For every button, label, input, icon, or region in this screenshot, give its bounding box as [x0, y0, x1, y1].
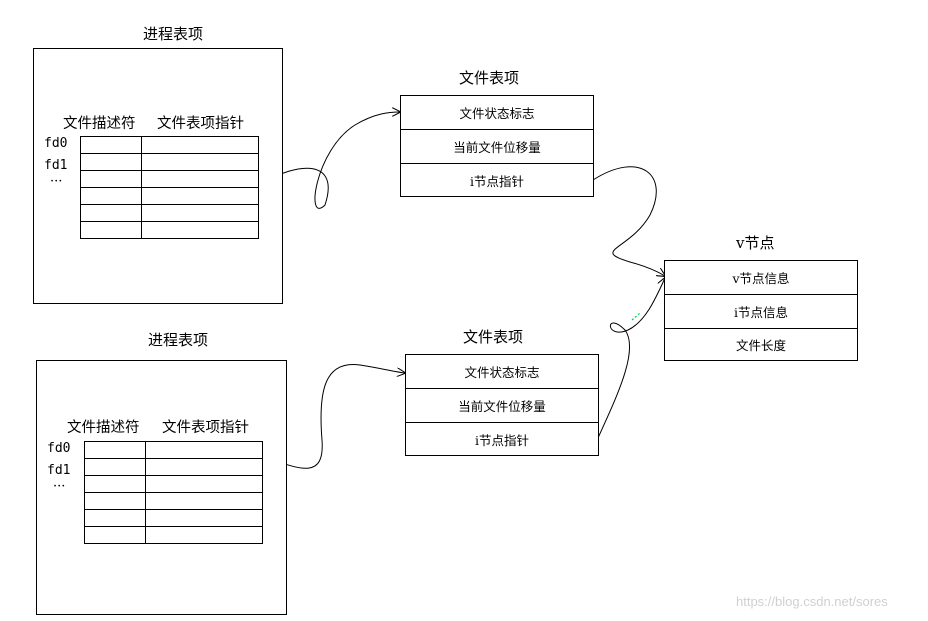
process-table-1-fd-grid: [80, 136, 259, 239]
file-table-2: 文件状态标志 当前文件位移量 i节点指针: [405, 354, 599, 456]
inode-info: i节点信息: [665, 295, 857, 329]
file-table-2-offset: 当前文件位移量: [406, 389, 598, 423]
process-table-1-fd1-label: fd1: [44, 158, 68, 173]
table-row: [84, 526, 263, 544]
arrow-filetable1-to-vnode: [592, 166, 665, 276]
table-row: [84, 492, 263, 510]
vnode-info: v节点信息: [665, 261, 857, 295]
table-row: [80, 170, 259, 188]
process-table-1-col-ptr: 文件表项指针: [157, 116, 244, 132]
table-row: [84, 441, 263, 459]
table-row: [80, 136, 259, 154]
green-glitch-mark: [631, 312, 641, 321]
process-table-2-col-fd: 文件描述符: [67, 420, 140, 436]
file-table-1-offset: 当前文件位移量: [401, 130, 593, 164]
file-table-1-inode-pointer: i节点指针: [470, 173, 524, 189]
process-table-2-fd-grid: [84, 441, 263, 544]
process-table-1-ellipsis: ···: [50, 174, 63, 189]
process-table-1-fd0-label: fd0: [44, 136, 68, 151]
file-length: 文件长度: [735, 338, 786, 353]
file-table-1-title: 文件表项: [459, 69, 520, 87]
process-table-1-col-fd: 文件描述符: [63, 116, 136, 132]
file-table-2-inode-pointer: i节点指针: [475, 432, 529, 448]
table-row: [80, 153, 259, 171]
file-table-2-title: 文件表项: [463, 328, 524, 346]
process-table-2-fd0-label: fd0: [47, 441, 71, 456]
vnode-title: v节点: [736, 234, 775, 252]
table-row: [84, 509, 263, 527]
process-table-1-title: 进程表项: [143, 25, 204, 43]
file-table-1: 文件状态标志 当前文件位移量 i节点指针: [400, 95, 594, 197]
table-row: [84, 475, 263, 493]
file-table-1-status-flags: 文件状态标志: [401, 96, 593, 130]
vnode-table: v节点信息 i节点信息 文件长度: [664, 260, 858, 361]
table-row: [80, 221, 259, 239]
file-table-2-status-flags: 文件状态标志: [406, 355, 598, 389]
watermark: https://blog.csdn.net/sores: [736, 594, 888, 609]
arrow-filetable2-to-vnode: [597, 278, 665, 439]
process-table-2-col-ptr: 文件表项指针: [162, 420, 249, 436]
table-row: [80, 204, 259, 222]
table-row: [80, 187, 259, 205]
process-table-2-title: 进程表项: [148, 331, 209, 349]
process-table-2-fd1-label: fd1: [47, 463, 71, 478]
table-row: [84, 458, 263, 476]
process-table-2-ellipsis: ···: [53, 479, 66, 494]
